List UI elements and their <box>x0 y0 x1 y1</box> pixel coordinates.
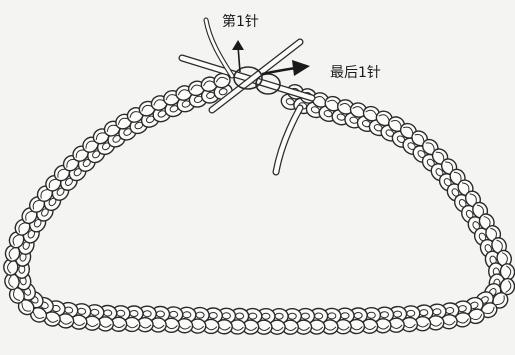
stitch-loop <box>479 237 507 258</box>
stitch-outer-loop <box>213 72 231 89</box>
join-loop-first <box>233 66 263 90</box>
stitch-twist <box>12 234 20 246</box>
arrow-up-head <box>232 40 244 50</box>
stitch-twist <box>215 76 229 83</box>
stitch-twist <box>414 134 425 143</box>
stitch-twist <box>13 289 21 301</box>
yarn-ends <box>203 17 304 176</box>
stitch-twist <box>483 306 495 315</box>
stitch-twist <box>470 313 483 321</box>
stitch-twist <box>21 302 32 312</box>
stitch-loop <box>109 305 131 332</box>
stitch-twist <box>505 280 512 293</box>
stitch-twist <box>495 295 505 306</box>
stitch-twist <box>496 239 503 252</box>
last-stitch-label: 最后1针 <box>330 65 381 81</box>
knitting-needles <box>178 38 316 114</box>
arrow-right-head <box>292 60 310 76</box>
stitch-twist <box>506 265 512 279</box>
stitch-twist <box>8 275 14 288</box>
working-yarn <box>204 18 234 78</box>
stitch-twist <box>8 247 15 260</box>
stitch-inner-hole <box>218 88 228 96</box>
needle-left <box>179 55 315 101</box>
stitch-ring <box>3 72 515 335</box>
stitch-twist <box>45 316 59 323</box>
needle-right <box>209 39 303 113</box>
stitch-twist <box>32 311 45 319</box>
stitch-twist <box>7 260 13 274</box>
stitch-loop <box>473 225 502 247</box>
stitch-twist <box>502 252 508 265</box>
stitch-loop <box>70 303 92 330</box>
stitch-twist <box>456 318 469 324</box>
arrow-up-icon <box>237 45 241 73</box>
arrows <box>232 40 310 76</box>
first-stitch-label: 第1针 <box>222 14 259 30</box>
yarn-tail <box>273 105 303 175</box>
